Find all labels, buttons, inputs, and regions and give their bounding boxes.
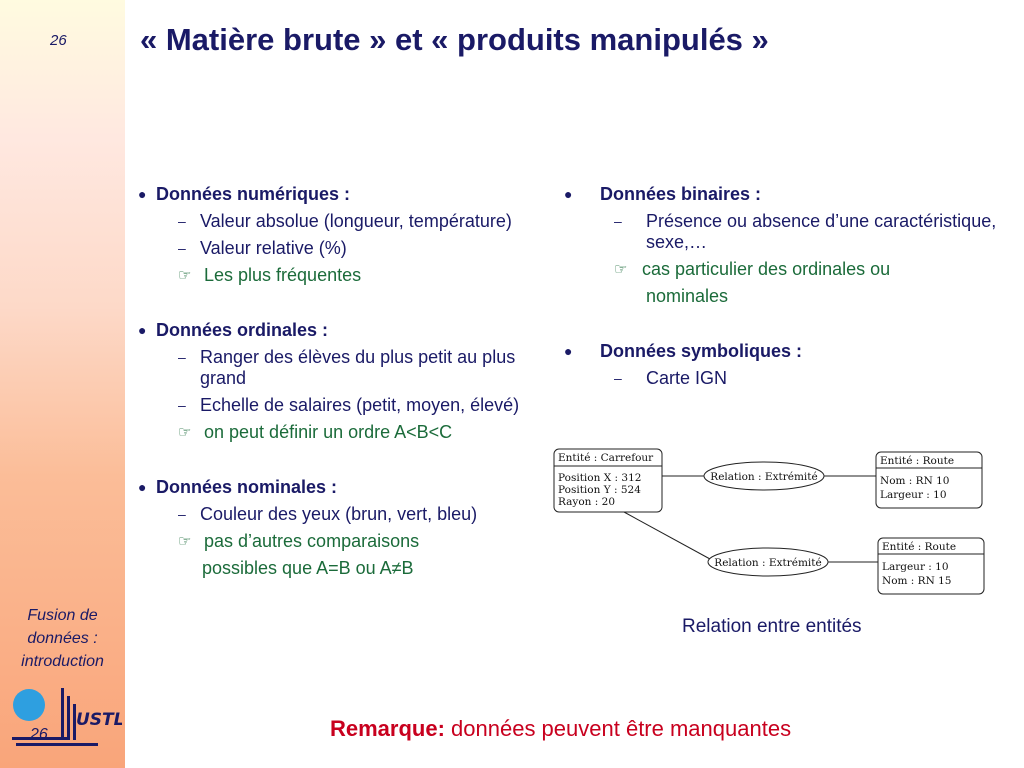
entity-header: Entité : Route (880, 455, 954, 467)
logo-circle (13, 689, 45, 721)
sidebar-caption-line: introduction (21, 653, 104, 670)
heading-text: Données binaires : (600, 184, 762, 204)
entity-attribute: Position Y : 524 (558, 484, 641, 496)
sidebar-caption-line: données : (27, 630, 98, 647)
entity-attribute: Largeur : 10 (882, 561, 949, 573)
entity-attribute: Rayon : 20 (558, 496, 615, 508)
entity-attribute: Nom : RN 10 (880, 475, 949, 487)
pointing-hand-icon: ☞ (178, 267, 192, 284)
note-item: ☞ cas particulier des ordinales ou (564, 259, 1004, 280)
list-item-text: Couleur des yeux (brun, vert, bleu) (200, 504, 478, 524)
relation-label: Relation : Extrémité (710, 471, 817, 483)
list-item-text: Valeur absolue (longueur, température) (200, 211, 512, 231)
bullet-dot-icon: ● (138, 186, 147, 202)
heading-text: Données nominales : (156, 477, 338, 497)
left-column: ● Données numériques : – Valeur absolue … (138, 184, 556, 579)
diagram-caption: Relation entre entités (682, 616, 862, 637)
bullet-heading: ● Données symboliques : (564, 341, 1004, 362)
en-dash-icon: – (178, 397, 186, 413)
list-item-text: Echelle de salaires (petit, moyen, élevé… (200, 395, 520, 415)
page-number: 26 (50, 32, 67, 49)
entity-attribute: Nom : RN 15 (882, 575, 951, 587)
list-item-text: Présence ou absence d’une caractéristiqu… (646, 211, 997, 252)
note-continuation: nominales (646, 286, 729, 306)
ustl-logo: USTL (12, 688, 122, 746)
diagram-svg: Entité : Carrefour Position X : 312 Posi… (553, 448, 985, 595)
right-column: ● Données binaires : – Présence ou absen… (564, 184, 1004, 389)
en-dash-icon: – (178, 240, 186, 256)
bullet-dot-icon: ● (564, 186, 573, 202)
remark-note: Remarque: données peuvent être manquante… (330, 716, 791, 742)
bullet-heading: ● Données binaires : (564, 184, 1004, 205)
en-dash-icon: – (178, 213, 186, 229)
list-item: – Ranger des élèves du plus petit au plu… (138, 347, 556, 389)
heading-text: Données symboliques : (600, 341, 803, 361)
note-item: ☞ on peut définir un ordre A<B<C (138, 422, 556, 443)
pointing-hand-icon: ☞ (614, 261, 628, 278)
bullet-dot-icon: ● (564, 343, 573, 359)
relation-ellipse-bottom: Relation : Extrémité (707, 547, 829, 577)
remark-label: Remarque: (330, 716, 445, 741)
sidebar: 26 Fusion de données : introduction USTL… (0, 0, 125, 768)
list-item-text: Valeur relative (%) (200, 238, 347, 258)
bullet-heading: ● Données ordinales : (138, 320, 556, 341)
entity-header: Entité : Carrefour (558, 452, 654, 464)
en-dash-icon: – (614, 370, 622, 386)
sidebar-caption: Fusion de données : introduction (0, 604, 125, 673)
remark-text: données peuvent être manquantes (444, 716, 792, 741)
note-text: Les plus fréquentes (204, 265, 362, 285)
relation-ellipse-top: Relation : Extrémité (703, 461, 825, 491)
logo-text: USTL (76, 710, 122, 730)
entity-box-route-bottom: Entité : Route Largeur : 10 Nom : RN 15 (877, 537, 985, 595)
en-dash-icon: – (178, 506, 186, 522)
slide-title: « Matière brute » et « produits manipulé… (140, 22, 769, 57)
connector-line (623, 511, 711, 560)
list-item: – Echelle de salaires (petit, moyen, éle… (138, 395, 556, 416)
logo-number: 26 (30, 726, 48, 743)
en-dash-icon: – (614, 213, 622, 229)
entity-box-route-top: Entité : Route Nom : RN 10 Largeur : 10 (875, 451, 983, 509)
list-item: – Carte IGN (564, 368, 1004, 389)
entity-box-carrefour: Entité : Carrefour Position X : 312 Posi… (553, 448, 663, 513)
list-item: – Valeur absolue (longueur, température) (138, 211, 556, 232)
entity-relation-diagram: Entité : Carrefour Position X : 312 Posi… (552, 446, 992, 611)
heading-text: Données ordinales : (156, 320, 329, 340)
en-dash-icon: – (178, 349, 186, 365)
pointing-hand-icon: ☞ (178, 533, 192, 550)
list-item: – Couleur des yeux (brun, vert, bleu) (138, 504, 556, 525)
entity-attribute: Position X : 312 (558, 472, 641, 484)
list-item: – Valeur relative (%) (138, 238, 556, 259)
note-item: ☞ pas d’autres comparaisons (138, 531, 556, 552)
list-item-text: Ranger des élèves du plus petit au plus … (200, 347, 516, 388)
entity-header: Entité : Route (882, 541, 956, 553)
note-text: on peut définir un ordre A<B<C (204, 422, 453, 442)
bullet-heading: ● Données nominales : (138, 477, 556, 498)
relation-label: Relation : Extrémité (714, 557, 821, 569)
entity-attribute: Largeur : 10 (880, 489, 947, 501)
note-text: pas d’autres comparaisons (204, 531, 420, 551)
heading-text: Données numériques : (156, 184, 351, 204)
note-item: ☞ Les plus fréquentes (138, 265, 556, 286)
bullet-heading: ● Données numériques : (138, 184, 556, 205)
list-item: – Présence ou absence d’une caractéristi… (564, 211, 1004, 253)
list-item-text: Carte IGN (646, 368, 728, 388)
pointing-hand-icon: ☞ (178, 424, 192, 441)
note-text: cas particulier des ordinales ou (642, 259, 891, 279)
bullet-dot-icon: ● (138, 479, 147, 495)
bullet-dot-icon: ● (138, 322, 147, 338)
note-continuation: possibles que A=B ou A≠B (202, 558, 414, 578)
sidebar-caption-line: Fusion de (27, 607, 98, 624)
